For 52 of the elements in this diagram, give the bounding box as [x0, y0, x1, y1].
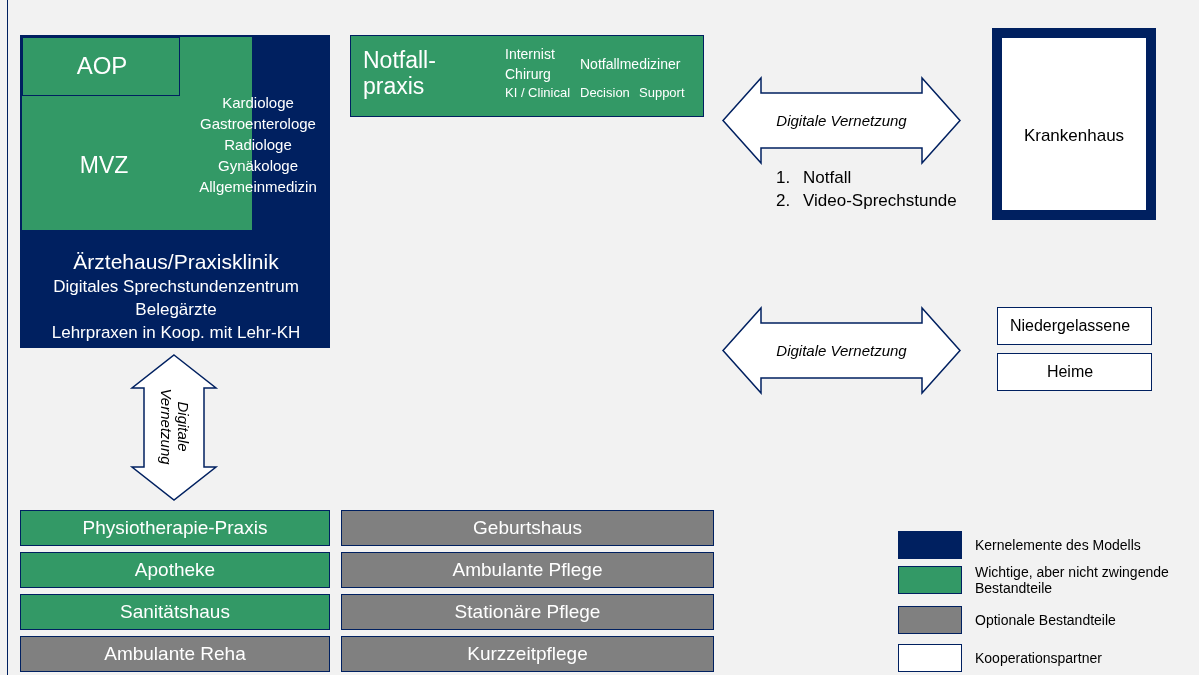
component-box [341, 636, 714, 672]
partner-box [992, 28, 1156, 220]
list-number: 2. [776, 191, 791, 211]
box-text: KI / Clinical [505, 86, 571, 101]
list-item: Notfall [803, 168, 852, 188]
partner-box [997, 353, 1152, 391]
box-text: Digitales Sprechstundenzentrum [52, 277, 300, 297]
box-text: Lehrpraxen in Koop. mit Lehr-KH [50, 323, 302, 343]
box-text: Notfallmediziner [580, 56, 681, 73]
component-box [20, 594, 330, 630]
box-text: Allgemeinmedizin [198, 178, 318, 196]
box-text: Physiotherapie-Praxis [81, 517, 269, 539]
box-text: Chirurg [505, 66, 551, 83]
legend-label: Optionale Bestandteile [975, 612, 1117, 629]
partner-box [997, 307, 1152, 345]
box-text: Heime [1045, 363, 1095, 382]
component-box [350, 35, 704, 117]
core-element-box [20, 35, 330, 348]
box-text: Stationäre Pflege [453, 601, 602, 623]
box-text: Apotheke [133, 559, 217, 581]
arrow-label: Digitale Vernetzung [157, 386, 191, 466]
arrow-label: Digitale Vernetzung [775, 111, 908, 129]
legend-label: Kernelemente des Modells [975, 537, 1142, 554]
box-text: Kurzzeitpflege [466, 643, 589, 665]
box-text: Internist [505, 46, 555, 63]
box-text: Niedergelassene [1008, 317, 1132, 336]
box-text: Support [639, 86, 685, 101]
list-number: 1. [776, 168, 791, 188]
box-text: Radiologe [223, 136, 293, 154]
box-text: Ambulante Pflege [451, 559, 604, 581]
box-text: Kardiologe [221, 94, 295, 112]
component-box [341, 552, 714, 588]
component-box [20, 552, 330, 588]
legend-label: Wichtige, aber nicht zwingende Bestandteile [975, 564, 1170, 597]
legend-label: Kooperationspartner [975, 650, 1103, 667]
box-text: Geburtshaus [472, 517, 583, 539]
box-text: AOP [75, 52, 129, 80]
box-title: Ärztehaus/Praxisklinik [72, 250, 280, 275]
box-text: Decision [580, 86, 630, 101]
box-text: Ambulante Reha [103, 643, 247, 665]
component-box [341, 594, 714, 630]
box-text: Krankenhaus [1022, 126, 1126, 146]
component-box [20, 510, 330, 546]
box-text: Gastroenterologe [199, 115, 317, 133]
arrow-label: Digitale Vernetzung [775, 341, 908, 359]
box-text: Sanitätshaus [119, 601, 231, 623]
component-box [341, 510, 714, 546]
component-box [22, 37, 180, 96]
box-text: Belegärzte [134, 300, 218, 320]
box-title: Notfall- praxis [363, 47, 437, 100]
list-item: Video-Sprechstunde [803, 191, 957, 211]
component-box [20, 636, 330, 672]
